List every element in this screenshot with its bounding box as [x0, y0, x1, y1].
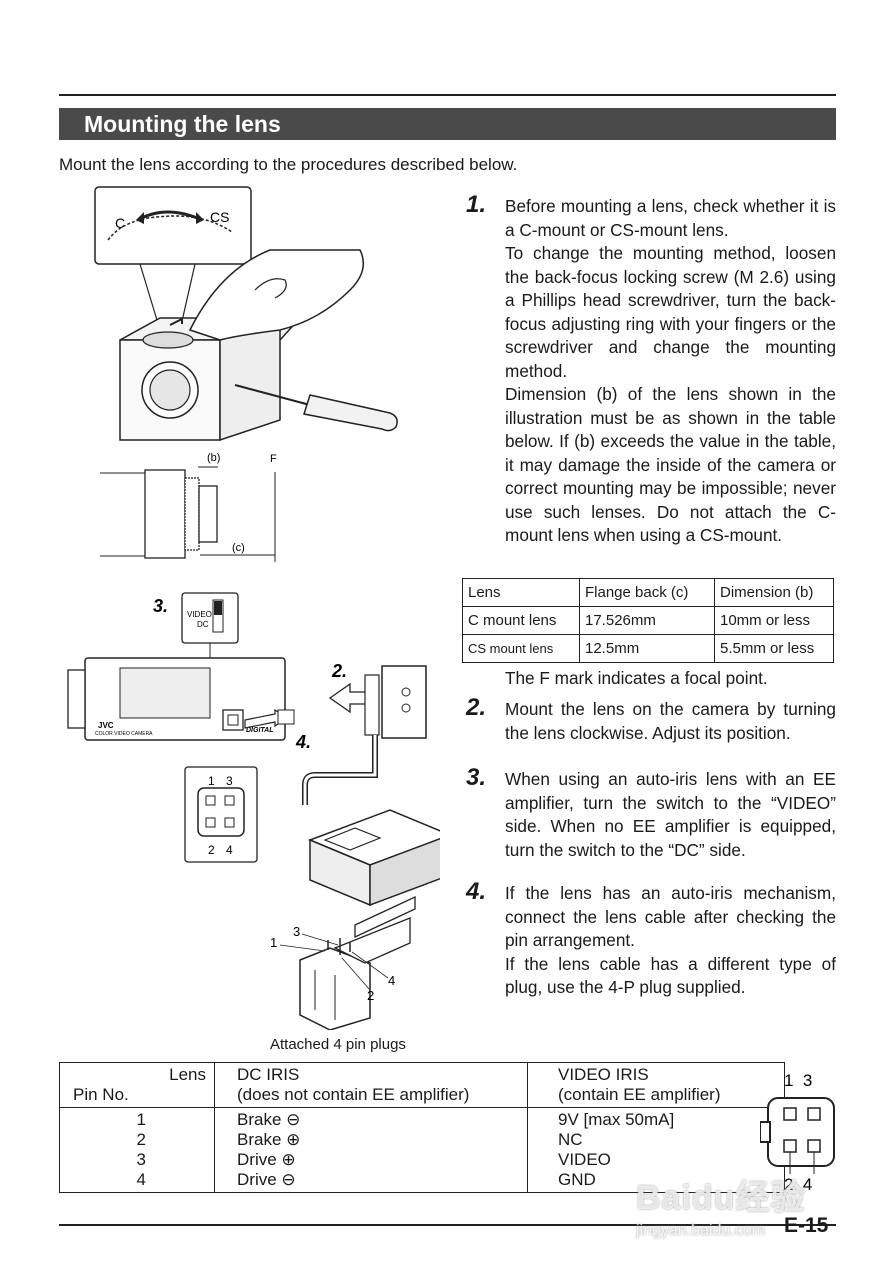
pin-table-corner: Lens Pin No. — [59, 1062, 215, 1108]
video-pin-function: GND — [558, 1170, 596, 1189]
header-lens: Lens — [169, 1065, 206, 1084]
step2-label: 2. — [331, 661, 347, 681]
callout-pin2: 2 — [208, 843, 215, 857]
switch-video-label: VIDEO — [187, 610, 212, 619]
pin-assignment-table: Lens Pin No. DC IRIS (does not contain E… — [59, 1062, 785, 1193]
dim-b-label: (b) — [207, 452, 220, 464]
dc-pin-function: Drive ⊖ — [237, 1170, 296, 1189]
step-2-text: Mount the lens on the camera by turning … — [505, 699, 836, 743]
table-cell: 10mm or less — [714, 606, 834, 635]
step-3-text: When using an auto-iris lens with an EE … — [505, 769, 836, 860]
dc-iris-subtitle: (does not contain EE amplifier) — [237, 1085, 470, 1104]
step-1-number: 1. — [466, 191, 487, 218]
lens-cable — [302, 735, 378, 805]
lens-side — [381, 665, 427, 739]
pin-numbers-cell: 1 2 3 4 — [59, 1107, 215, 1193]
lens-thread — [184, 477, 200, 551]
switch-dc-label: DC — [197, 620, 209, 629]
step-4: 4. If the lens has an auto-iris mechanis… — [466, 878, 836, 1000]
mount-c-label: C — [115, 215, 125, 231]
video-pin-function: VIDEO — [558, 1150, 611, 1169]
pin-number: 4 — [136, 1170, 146, 1189]
step2-arrow — [328, 682, 371, 714]
focal-f-label: F — [270, 453, 277, 465]
mount-callout-box — [94, 186, 252, 265]
screwdriver-handle — [303, 394, 398, 432]
pin-number: 2 — [136, 1130, 146, 1149]
table-header-row: Lens Flange back (c) Dimension (b) — [462, 578, 834, 607]
header-dc-iris: DC IRIS (does not contain EE amplifier) — [214, 1062, 528, 1108]
hand — [188, 249, 365, 341]
table-cell: 17.526mm — [579, 606, 715, 635]
table-cell: C mount lens — [462, 606, 580, 635]
watermark: Baidu经验 — [636, 1179, 806, 1217]
plug-pin2: 2 — [367, 988, 374, 1003]
video-pin-function: NC — [558, 1130, 583, 1149]
step4-label: 4. — [295, 732, 311, 752]
callout-pin4: 4 — [226, 843, 233, 857]
intro-text: Mount the lens according to the procedur… — [59, 155, 518, 174]
table-header-row: Lens Pin No. DC IRIS (does not contain E… — [59, 1062, 785, 1108]
step-2: 2. Mount the lens on the camera by turni… — [466, 694, 836, 745]
dim-c-label: (c) — [232, 542, 245, 554]
digital-label: DIGITAL — [246, 727, 273, 734]
model-label: COLOR VIDEO CAMERA — [95, 731, 153, 737]
pin-number: 1 — [136, 1110, 146, 1129]
header-video-iris: VIDEO IRIS (contain EE amplifier) — [527, 1062, 785, 1108]
pin-diagram-top-label: 1 3 — [784, 1071, 812, 1090]
watermark-url: jingyan.baidu.com — [636, 1222, 765, 1239]
step-1: 1. Before mounting a lens, check whether… — [466, 191, 836, 548]
video-iris-subtitle: (contain EE amplifier) — [558, 1085, 721, 1104]
step-2-number: 2. — [466, 694, 487, 721]
table-header-cell: Flange back (c) — [579, 578, 715, 607]
dc-iris-title: DC IRIS — [237, 1065, 300, 1084]
plug-pin1: 1 — [270, 935, 277, 950]
plug-pin4: 4 — [388, 973, 395, 988]
dc-pin-function: Brake ⊕ — [237, 1130, 301, 1149]
step-4-text: If the lens has an auto-iris mechanism, … — [505, 883, 836, 997]
top-rule — [59, 94, 836, 96]
step-4-number: 4. — [466, 878, 487, 905]
pin-diagram: 1 3 2 4 — [760, 1071, 835, 1194]
dc-pin-function: Drive ⊕ — [237, 1150, 296, 1169]
dc-iris-cell: Brake ⊖ Brake ⊕ Drive ⊕ Drive ⊖ — [214, 1107, 528, 1193]
brand-label: JVC — [98, 721, 114, 730]
section-title: Mounting the lens — [59, 108, 836, 140]
table-header-cell: Dimension (b) — [714, 578, 834, 607]
table-cell: 5.5mm or less — [714, 634, 834, 663]
page-number: E-15 — [784, 1214, 829, 1237]
table-cell: CS mount lens — [462, 634, 580, 663]
video-dc-switch — [212, 599, 224, 633]
pin-number: 3 — [136, 1150, 146, 1169]
lens-mounting-illustration: C CS (b) F (c) 3. VIDEO DC JVC COLOR VID… — [67, 186, 440, 1030]
table-cell: 12.5mm — [579, 634, 715, 663]
step-3-number: 3. — [466, 764, 487, 791]
pin-diagram-bottom-label: 2 4 — [784, 1175, 812, 1194]
plug-caption: Attached 4 pin plugs — [270, 1036, 406, 1053]
table-header-cell: Lens — [462, 578, 580, 607]
step-1-text: Before mounting a lens, check whether it… — [505, 196, 836, 545]
video-pin-function: 9V [max 50mA] — [558, 1110, 675, 1129]
table-row: CS mount lens 12.5mm 5.5mm or less — [462, 634, 834, 663]
bottom-rule — [59, 1224, 836, 1226]
lens-spec-table: Lens Flange back (c) Dimension (b) C mou… — [462, 578, 834, 663]
callout-pin3: 3 — [226, 774, 233, 788]
header-pin-no: Pin No. — [73, 1085, 129, 1104]
f-mark-note: The F mark indicates a focal point. — [505, 668, 768, 688]
step3-label: 3. — [153, 596, 168, 616]
plug-pin3: 3 — [293, 924, 300, 939]
video-iris-title: VIDEO IRIS — [558, 1065, 649, 1084]
table-row: 1 2 3 4 Brake ⊖ Brake ⊕ Drive ⊕ Drive ⊖ … — [59, 1107, 785, 1193]
dc-pin-function: Brake ⊖ — [237, 1110, 301, 1129]
step-3: 3. When using an auto-iris lens with an … — [466, 764, 836, 862]
callout-pin1: 1 — [208, 774, 215, 788]
table-row: C mount lens 17.526mm 10mm or less — [462, 606, 834, 635]
mount-cs-label: CS — [210, 209, 229, 225]
